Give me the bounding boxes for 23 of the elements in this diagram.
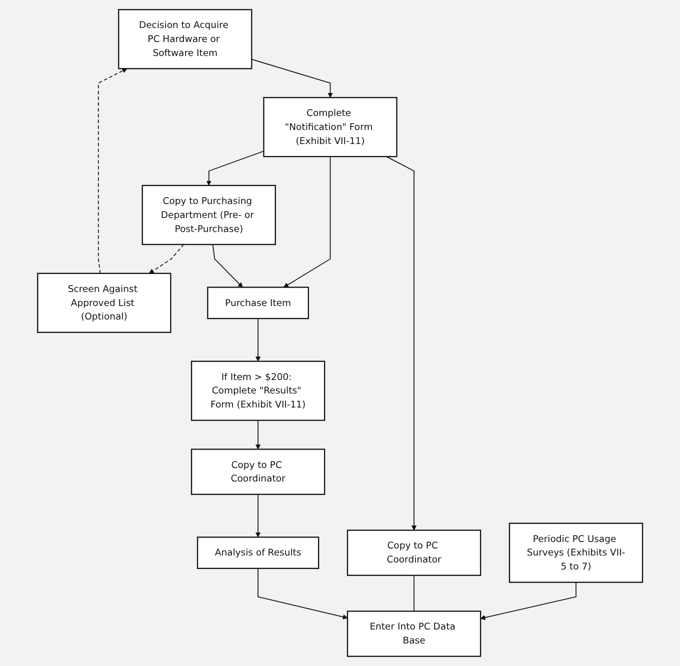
arrow	[251, 58, 333, 98]
arrow	[258, 568, 348, 620]
node-box: Enter Into PC Data Base	[346, 610, 482, 657]
node-box: If Item > $200: Complete "Results" Form (Exhibit VII-11)	[190, 360, 326, 421]
node-box: Copy to PC Coordinator	[346, 530, 482, 576]
node-box: Periodic PC Usage Surveys (Exhibits VII-5 to 7)	[508, 522, 644, 583]
arrow	[480, 582, 576, 620]
node-box: Analysis of Results	[196, 536, 320, 569]
node-box: Decision to Acquire PC Hardware or Software Item	[118, 9, 252, 70]
node-box: Complete "Notification" Form (Exhibit VII-11)	[263, 97, 398, 158]
arrow	[98, 68, 128, 274]
node-box: Purchase Item	[207, 286, 309, 320]
node-box: Screen Against Approved List (Optional)	[36, 272, 172, 333]
node-box: Copy to PC Coordinator	[190, 448, 326, 495]
arrow	[255, 494, 261, 538]
arrow	[206, 150, 264, 186]
arrow	[212, 244, 243, 288]
arrow	[148, 244, 184, 274]
arrow	[386, 156, 416, 530]
node-box: Copy to Purchasing Department (Pre- or Post-Purchase)	[142, 184, 276, 246]
arrow	[255, 318, 261, 362]
arrow	[283, 156, 331, 288]
arrow	[255, 420, 261, 450]
